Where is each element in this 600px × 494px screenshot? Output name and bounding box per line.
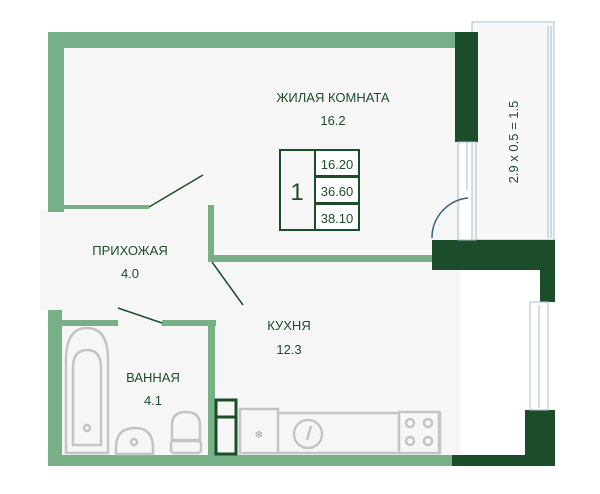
floor xyxy=(60,44,460,458)
total-area-value: 36.60 xyxy=(321,184,354,199)
bath-area: 4.1 xyxy=(144,393,162,408)
sink-icon xyxy=(114,426,155,456)
walls xyxy=(48,32,458,466)
hall-name: ПРИХОЖАЯ xyxy=(92,243,168,258)
kitchen-name: КУХНЯ xyxy=(267,318,310,333)
stove-icon xyxy=(397,410,441,455)
living-room-name: ЖИЛАЯ КОМНАТА xyxy=(276,90,389,105)
balcony xyxy=(471,21,555,241)
window xyxy=(457,141,549,411)
svg-text:✻: ✻ xyxy=(255,430,263,441)
living-area-value: 16.20 xyxy=(321,157,354,172)
living-room-area: 16.2 xyxy=(320,113,345,128)
hall-area: 4.0 xyxy=(121,266,139,281)
fridge-icon xyxy=(214,398,238,456)
balcony-label: 2.9 x 0.5 = 1.5 xyxy=(506,101,521,184)
area-summary-table: 1 16.20 36.60 38.10 xyxy=(279,149,360,231)
hall-floor xyxy=(40,210,70,310)
doors xyxy=(117,174,244,324)
total-with-balcony-value: 38.10 xyxy=(321,211,354,226)
room-count: 1 xyxy=(290,179,303,206)
balcony-door-swing xyxy=(431,197,469,239)
kitchen-sink-icon xyxy=(292,418,324,450)
toilet-icon xyxy=(169,410,203,455)
washing-machine-icon: ✻ xyxy=(238,407,280,455)
load-bearing-walls xyxy=(432,32,555,466)
bath-name: ВАННАЯ xyxy=(126,370,180,385)
kitchen-area: 12.3 xyxy=(276,342,301,357)
bathtub-icon xyxy=(64,326,110,455)
